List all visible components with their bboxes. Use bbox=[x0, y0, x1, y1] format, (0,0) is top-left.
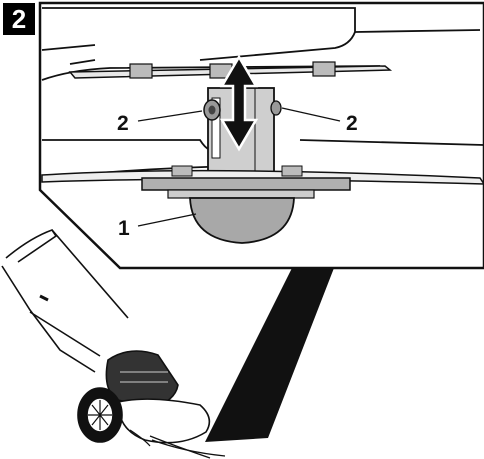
step-number-badge: 2 bbox=[3, 3, 35, 35]
zoom-wedge-icon bbox=[205, 268, 334, 442]
trim-head-guard bbox=[189, 197, 295, 244]
adjustment-bolt-right bbox=[270, 100, 282, 116]
callout-label-2-left: 2 bbox=[117, 112, 129, 135]
callout-label-1: 1 bbox=[118, 217, 130, 240]
string-trimmer-mower-icon bbox=[1, 229, 226, 459]
leader-lines bbox=[137, 107, 341, 227]
callout-label-2-right: 2 bbox=[346, 112, 358, 135]
up-down-arrow-icon bbox=[219, 54, 259, 152]
adjustment-bolt-left bbox=[203, 99, 221, 121]
